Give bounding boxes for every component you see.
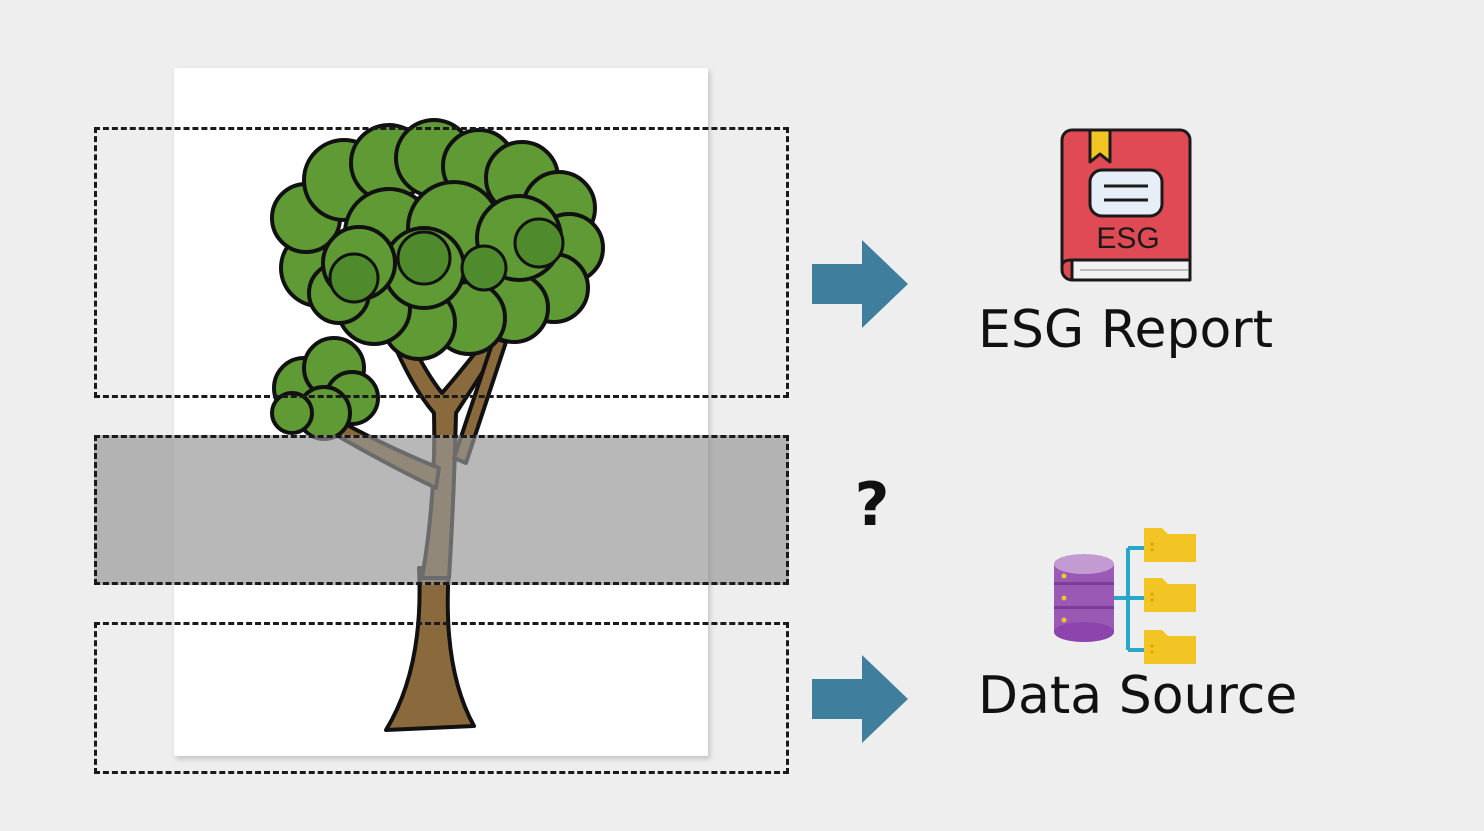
bottom-zone-box [94,622,789,774]
esg-report-book-icon: ESG [1060,128,1192,282]
arrow-right-icon [812,655,908,743]
arrow-right-icon [812,240,908,328]
data-source-label: Data Source [978,666,1298,726]
question-mark: ? [854,470,890,540]
database-folders-icon [1054,528,1196,664]
book-label: ESG [1096,222,1159,255]
middle-zone-box [94,435,789,585]
top-zone-box [94,127,789,398]
esg-report-label: ESG Report [978,300,1274,360]
